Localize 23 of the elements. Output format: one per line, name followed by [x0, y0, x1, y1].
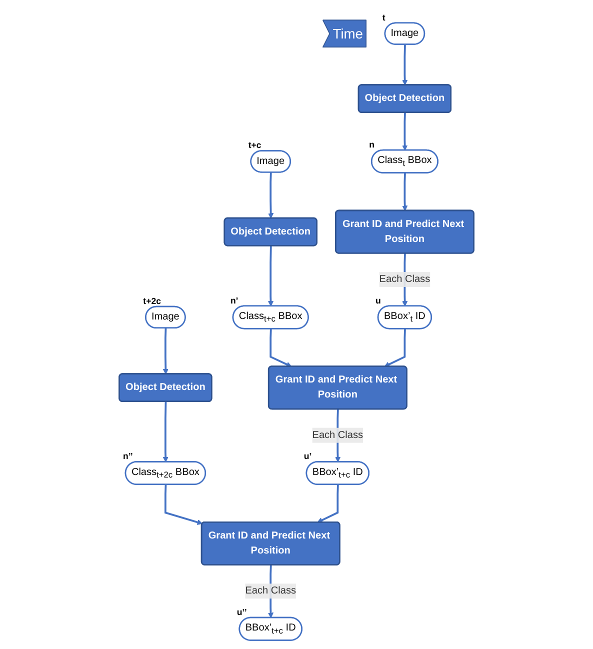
node-caption: t+2c — [143, 296, 161, 306]
node-caption: u — [376, 295, 381, 306]
arrow — [162, 402, 168, 462]
arrow — [268, 172, 274, 219]
arrow — [268, 246, 274, 306]
arrow — [384, 328, 406, 367]
node-caption: t — [382, 12, 386, 22]
arrow — [270, 328, 292, 367]
arrow — [164, 484, 203, 525]
edge-label: Each Class — [245, 585, 296, 596]
node-caption: n — [369, 140, 374, 150]
arrow — [317, 484, 339, 523]
node-caption: u’ — [304, 451, 312, 462]
arrow — [402, 112, 408, 151]
node-caption: n’’ — [122, 451, 133, 462]
arrow — [402, 173, 408, 211]
arrow — [402, 44, 408, 86]
edge-label: Each Class — [312, 430, 364, 440]
node-caption: u’’ — [236, 607, 247, 617]
node-caption: n’ — [230, 295, 238, 306]
edge-label: Each Class — [379, 274, 430, 285]
arrow — [162, 328, 168, 374]
node-caption: t+c — [248, 140, 262, 150]
